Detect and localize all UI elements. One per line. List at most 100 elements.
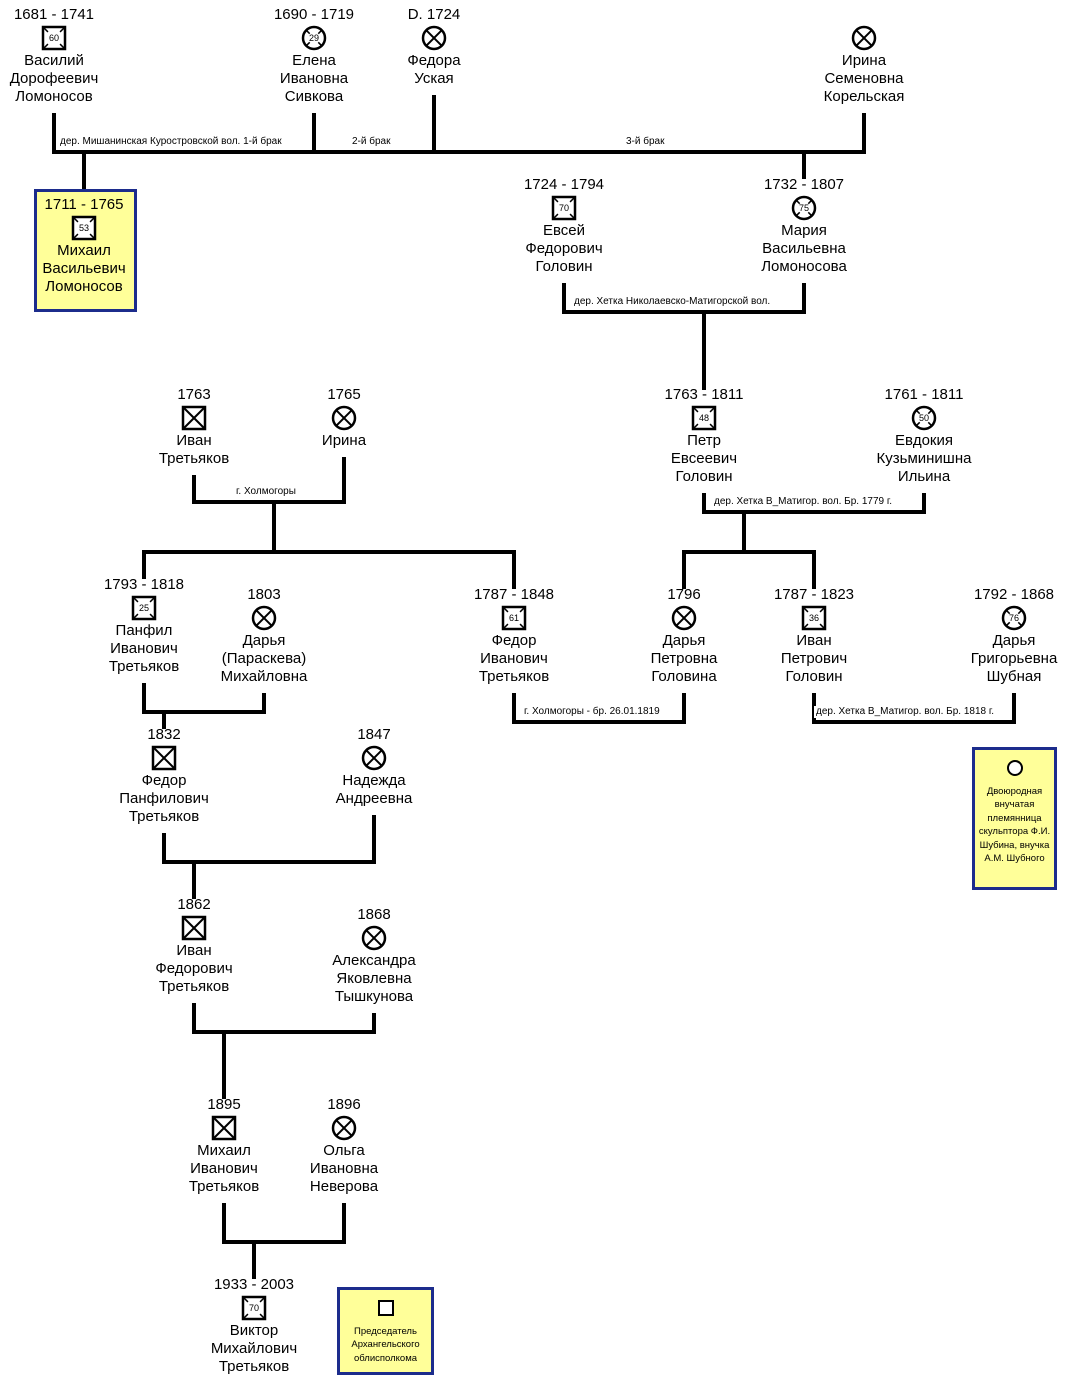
person-dates: 1793 - 1818 [103,576,185,593]
marriage-label-fedor: г. Холмогоры - бр. 26.01.1819 [522,706,662,718]
male-square-icon: 48 [691,405,717,431]
person-name-line: Семеновна [824,70,904,87]
person-name-line: Васильевич [42,260,126,277]
person-name-line: Иванович [190,1160,258,1177]
female-circle-icon [421,25,447,51]
person-name-line: Михаил [197,1142,251,1159]
age-at-death: 53 [78,223,89,233]
person-name-line: Уская [414,70,454,87]
person-name-line: Дорофеевич [9,70,99,87]
person-name-line: Дарья [242,632,286,649]
male-square-icon [181,405,207,431]
female-circle-icon [331,405,357,431]
female-circle-icon: 75 [791,195,817,221]
person-name-line: Ольга [323,1142,365,1159]
person-dates: 1765 [327,386,361,403]
female-circle-icon: 76 [1001,605,1027,631]
person-name-line: Иван [176,432,212,449]
person-name-line: Михаил [57,242,111,259]
person-name-line: Корельская [823,88,905,105]
female-circle-icon [251,605,277,631]
person-name-line: Третьяков [478,668,550,685]
marriage-label-golovin: дер. Хетка Николаевско-Матигорской вол. [572,296,773,308]
person-name-line: Александра [332,952,416,969]
marriage-label-petr: дер. Хетка В_Матигор. вол. Бр. 1779 г. [712,496,895,508]
note-shubnaya-text: Двоюродная внучатая племянница скульптор… [978,785,1051,865]
person-dates [784,6,944,24]
female-circle-icon [361,925,387,951]
person-name-line: Ивановна [309,1160,379,1177]
female-circle-icon: 50 [911,405,937,431]
person-name-line: Иван [176,942,212,959]
person-name-line: Федор [141,772,187,789]
age-at-death: 61 [508,613,519,623]
person-name-line: Федор [491,632,537,649]
person-dates: 1933 - 2003 [213,1276,295,1293]
age-at-death: 60 [48,33,59,43]
person-name-line: Головина [651,668,717,685]
person-name-line: Петр [687,432,721,449]
person-name-line: Третьяков [158,978,230,995]
person-dates: 1832 [147,726,181,743]
person-name-line: Неверова [309,1178,379,1195]
note-shubnaya: Двоюродная внучатая племянница скульптор… [972,747,1057,890]
age-at-death: 70 [248,1303,259,1313]
male-square-icon [377,1300,394,1316]
person-name-line: Тышкунова [334,988,414,1005]
male-square-icon [151,745,177,771]
person-dates: 1732 - 1807 [763,176,845,193]
female-circle-icon [361,745,387,771]
female-circle-icon: 29 [301,25,327,51]
person-dates: 1690 - 1719 [273,6,355,23]
person-name-line: (Параскева) [221,650,307,667]
person-dates: 1862 [177,896,211,913]
person-name-line: Ирина [321,432,367,449]
age-at-death: 29 [308,33,319,43]
person-name-line: Иван [796,632,832,649]
female-circle-icon [851,25,877,51]
person-name-line: Третьяков [188,1178,260,1195]
person-name-line: Андреевна [335,790,413,807]
marriage-label-2: 2-й брак [350,136,393,148]
person-dates: 1847 [357,726,391,743]
person-dates: 1761 - 1811 [884,386,964,403]
person-name-line: Васильевна [762,240,846,257]
person-name-line: Яковлевна [336,970,412,987]
person-name-line: Григорьевна [970,650,1058,667]
person-name-line: Федорович [525,240,603,257]
person-name-line: Ивановна [279,70,349,87]
person-name-line: Евсеевич [670,450,738,467]
person-dates: 1896 [327,1096,361,1113]
person-dates: 1792 - 1868 [973,586,1055,603]
person-dates: 1681 - 1741 [13,6,95,23]
person-name-line: Третьяков [128,808,200,825]
male-square-icon: 60 [41,25,67,51]
person-name-line: Панфилович [119,790,209,807]
person-dates: 1787 - 1848 [473,586,555,603]
person-dates: D. 1724 [407,6,461,23]
person-name-line: Виктор [229,1322,279,1339]
person-name-line: Иванович [110,640,178,657]
age-at-death: 25 [138,603,149,613]
person-name-line: Елена [292,52,336,69]
person-dates: 1724 - 1794 [523,176,605,193]
